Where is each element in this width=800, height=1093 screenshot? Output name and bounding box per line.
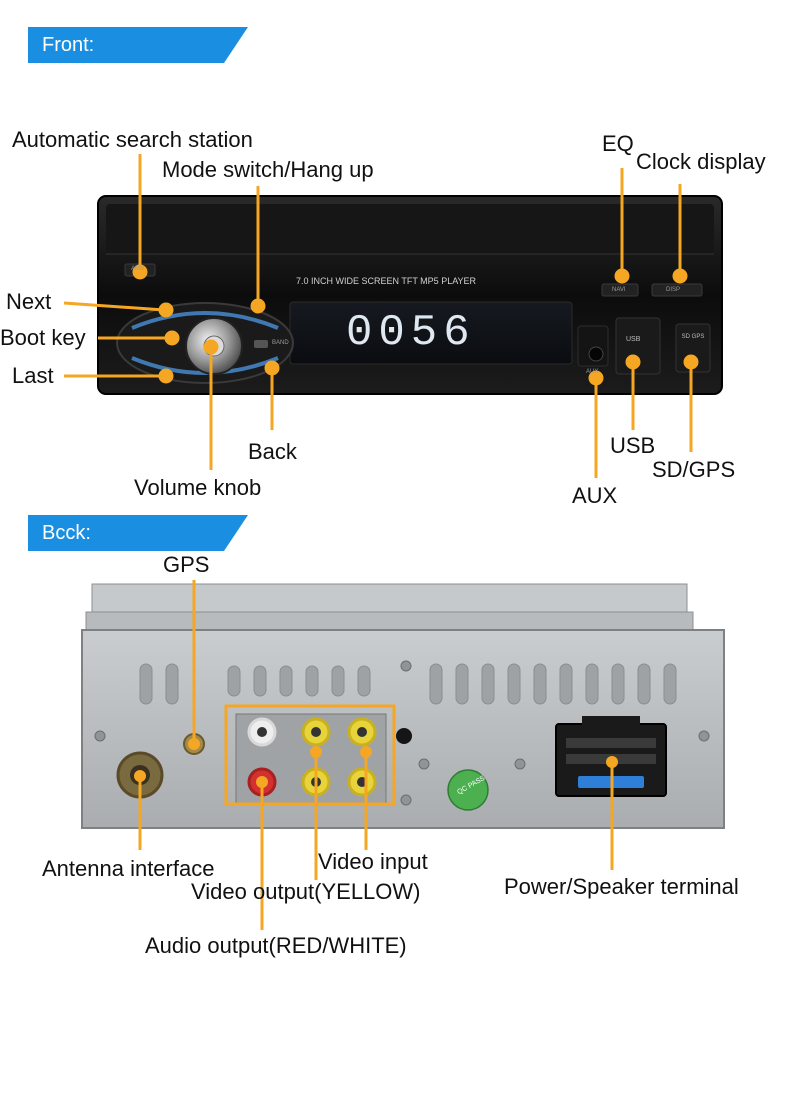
- label-clock-display: Clock display: [636, 149, 766, 174]
- back-callouts: [138, 580, 614, 930]
- navi-button-label: NAVI: [612, 287, 626, 293]
- label-volume-knob: Volume knob: [134, 475, 262, 500]
- disp-button-label: DISP: [666, 287, 681, 293]
- label-audio-output: Audio output(RED/WHITE): [145, 933, 407, 958]
- back-section-title: Bcck:: [42, 522, 91, 544]
- label-usb: USB: [610, 433, 656, 458]
- usb-port-label: USB: [626, 336, 641, 343]
- label-back: Back: [248, 439, 297, 464]
- label-boot-key: Boot key: [0, 325, 86, 350]
- label-auto-search: Automatic search station: [12, 127, 253, 152]
- label-next: Next: [6, 289, 52, 314]
- label-antenna-interface: Antenna interface: [42, 856, 215, 881]
- back-unit: [81, 583, 725, 829]
- label-power-speaker: Power/Speaker terminal: [504, 874, 739, 899]
- band-button-label: BAND: [272, 340, 289, 346]
- display-readout: 0056: [346, 308, 476, 358]
- front-callouts: [63, 154, 699, 478]
- label-sd-gps: SD/GPS: [652, 457, 736, 482]
- ams-button-label: AMS: [131, 266, 145, 272]
- sd-gps-slot-label: SD GPS: [681, 334, 705, 340]
- label-video-input: Video input: [318, 849, 428, 874]
- label-eq: EQ: [602, 131, 634, 156]
- banner-shape: [28, 27, 248, 63]
- front-section-title: Front:: [42, 34, 95, 56]
- banner-shape: [28, 515, 248, 551]
- back-section-banner: Bcck:: [28, 515, 248, 551]
- front-section-banner: Front:: [28, 27, 248, 63]
- back-callout-dots: [134, 738, 618, 788]
- model-text: 7.0 INCH WIDE SCREEN TFT MP5 PLAYER: [296, 276, 477, 286]
- label-last: Last: [12, 363, 54, 388]
- label-mode-switch: Mode switch/Hang up: [162, 157, 374, 182]
- aux-port-label: AUX: [586, 369, 599, 375]
- label-video-output: Video output(YELLOW): [191, 879, 421, 904]
- label-gps: GPS: [163, 552, 210, 577]
- label-aux: AUX: [572, 483, 618, 508]
